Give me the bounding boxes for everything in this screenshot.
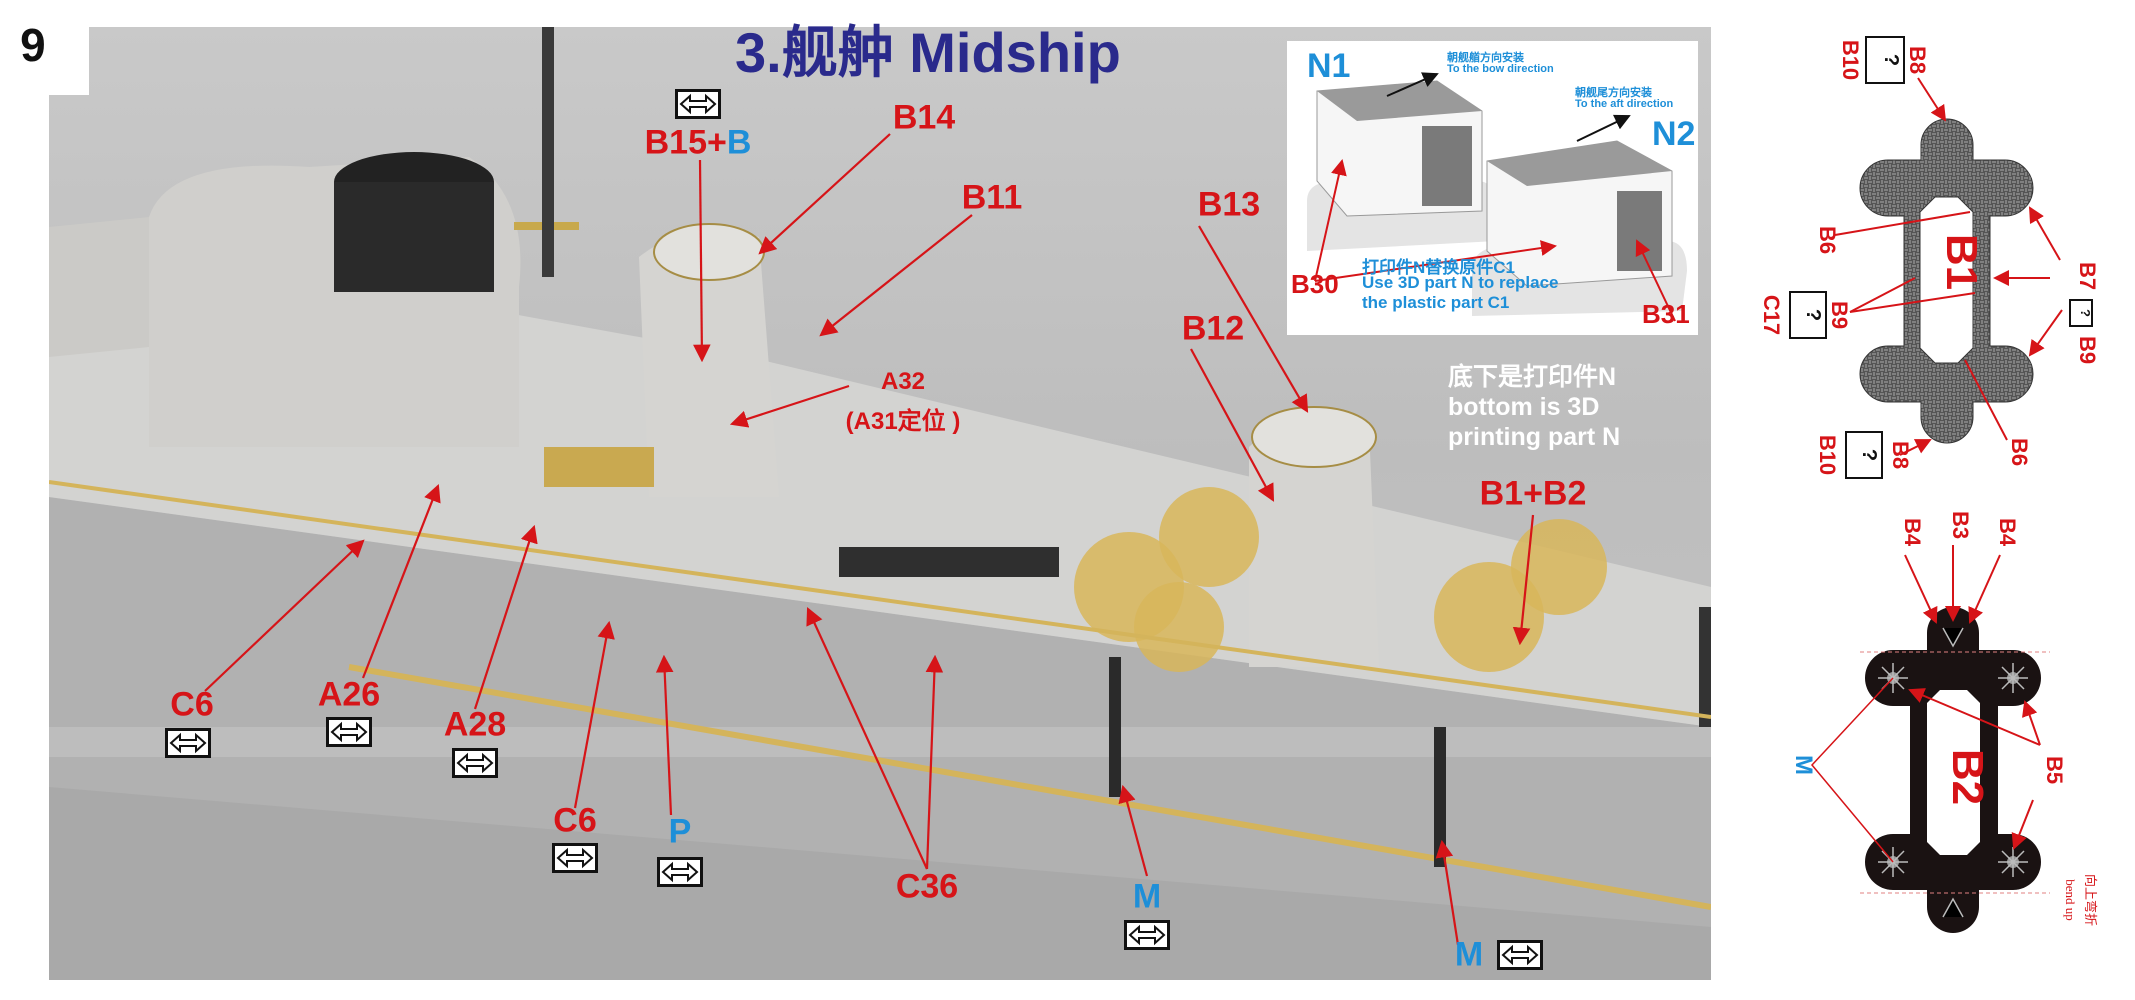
leader-a28	[473, 524, 538, 710]
leader-m1	[1118, 784, 1149, 877]
b1-b7: B7	[2075, 262, 2100, 290]
callout-c6-second: C6	[553, 801, 597, 840]
leader-b1b2	[1512, 514, 1535, 646]
leader-c36-2	[925, 654, 944, 870]
flip-direction-icon	[1497, 940, 1543, 970]
bottom-note-en1: bottom is 3D	[1448, 393, 1600, 421]
flip-direction-icon	[675, 89, 721, 119]
label-n1: N1	[1307, 47, 1351, 85]
leader-b14	[758, 133, 891, 255]
leader-b13	[1198, 225, 1309, 413]
callout-a32-note: (A31定位 )	[845, 408, 961, 435]
b1-q-bottom: ?	[1858, 449, 1880, 461]
b2-b3: B3	[1948, 511, 1973, 539]
b1-b6-right: B6	[2007, 438, 2032, 466]
page-title: 3.舰舯 Midship	[735, 21, 1121, 84]
callout-a28: A28	[443, 705, 507, 744]
leader-b12	[1190, 348, 1275, 502]
b1-note-box-mid	[1789, 291, 1827, 339]
b1-b10-bottom: B10	[1815, 435, 1840, 475]
flip-direction-icon	[452, 748, 498, 778]
bow-direction-en: To the bow direction	[1447, 63, 1554, 75]
part-n-render	[1307, 72, 1687, 322]
b1-b8-top: B8	[1905, 46, 1930, 74]
replace-cn: 打印件N替换原件C1	[1362, 258, 1516, 277]
bottom-note-en2: printing part N	[1448, 423, 1621, 451]
bottom-note: 底下是打印件N bottom is 3D printing part N	[1448, 362, 1620, 452]
label-b31: B31	[1642, 299, 1690, 329]
bottom-note-cn: 底下是打印件N	[1448, 363, 1617, 391]
callout-b15b: B15+B	[645, 124, 752, 161]
b1-note-box-top	[1865, 36, 1905, 84]
label-n2: N2	[1652, 115, 1696, 153]
aft-direction-cn: 朝舰尾方向安装	[1575, 87, 1652, 99]
callout-c36: C36	[895, 867, 959, 906]
bow-direction-cn: 朝舰艏方向安装	[1447, 52, 1524, 64]
b2-m: M	[1790, 755, 1817, 775]
callout-m: M	[1132, 877, 1162, 916]
diagram-b1: B1 B8 ? B10 B6 B9 ? C17 B7 ? B9 B8 ? B10	[1759, 36, 2100, 479]
leader-b11	[819, 214, 973, 337]
b1-plate	[1859, 118, 2034, 444]
callout-b1b2: B1+B2	[1479, 474, 1587, 513]
replace-en-2: the plastic part C1	[1362, 293, 1510, 312]
leader-p	[655, 654, 674, 816]
callout-p: P	[668, 812, 692, 851]
b1-name: B1	[1937, 234, 1986, 290]
ship-model-illustration	[49, 27, 1711, 980]
b1-c17: C17	[1759, 295, 1784, 335]
b2-bend-cn: 向上弯折	[2083, 874, 2098, 926]
callout-m-second: M	[1454, 935, 1484, 974]
b1-q-right: ?	[2078, 309, 2093, 317]
b1-b9-right: B9	[2075, 336, 2100, 364]
b1-note-box-right	[2069, 299, 2093, 327]
b2-b4-right: B4	[1995, 518, 2020, 547]
flip-direction-icon	[165, 728, 211, 758]
leader-b15b	[693, 159, 711, 363]
b1-note-box-bottom	[1845, 431, 1883, 479]
page-number: 6	[0, 0, 89, 95]
callout-b12: B12	[1181, 309, 1245, 348]
callout-b15b-main: B15+	[644, 123, 727, 162]
label-b30: B30	[1291, 269, 1339, 299]
leader-c36-1	[806, 606, 929, 870]
b1-b10-top: B10	[1838, 40, 1863, 80]
b2-name: B2	[1943, 749, 1992, 805]
b1-b9: B9	[1827, 301, 1852, 329]
b2-bend-en: bend up	[2063, 879, 2078, 921]
leader-m2	[1435, 839, 1460, 946]
callout-b15b-suffix: B	[726, 123, 752, 162]
flip-direction-icon	[326, 717, 372, 747]
callout-b14: B14	[892, 98, 956, 137]
b2-b5: B5	[2042, 756, 2067, 784]
leader-a26	[361, 483, 441, 679]
diagram-b2: B2 B4 B3 B4 B5 M 向上弯折 bend up	[1790, 511, 2098, 933]
callout-a26: A26	[317, 675, 381, 714]
b1-b8-bottom: B8	[1888, 441, 1913, 469]
leader-a32	[729, 384, 850, 428]
callout-a32: A32	[880, 368, 926, 395]
flip-direction-icon	[657, 857, 703, 887]
leader-c6b	[573, 620, 615, 809]
callout-b13: B13	[1197, 185, 1261, 224]
flip-direction-icon	[552, 843, 598, 873]
b1-q-top: ?	[1880, 54, 1902, 66]
inset-3d-part-n: N1 朝舰艏方向安装 To the bow direction 朝舰尾方向安装 …	[1287, 41, 1698, 335]
b2-b4-left: B4	[1900, 518, 1925, 547]
callout-c6: C6	[170, 685, 214, 724]
flip-direction-icon	[1124, 920, 1170, 950]
replace-en-1: Use 3D part N to replace	[1362, 273, 1559, 292]
leader-c6a	[204, 539, 365, 692]
aft-direction-en: To the aft direction	[1575, 98, 1674, 110]
b1-b6-left: B6	[1815, 226, 1840, 254]
b1-q-mid: ?	[1802, 309, 1824, 321]
callout-b11: B11	[961, 178, 1023, 217]
